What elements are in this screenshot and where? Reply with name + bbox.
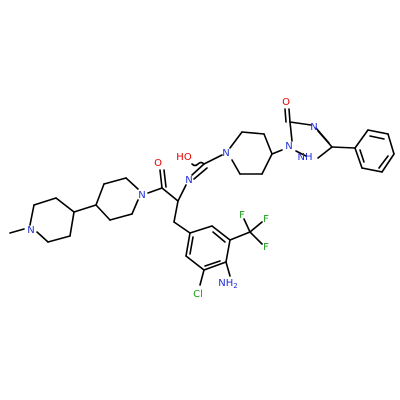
bond-c-o-1 [159, 169, 163, 189]
bond-c-npip [203, 154, 223, 165]
bond-methyl [9, 228, 25, 234]
phenyl-ring [354, 129, 395, 173]
bond-n-c-2 [193, 167, 208, 180]
atom-o-triazolone: O [282, 97, 290, 108]
bond-alpha-ch2 [173, 200, 179, 223]
atom-n-imidic: N [185, 175, 192, 186]
atom-n-triazole-1: N [285, 141, 292, 152]
bond-c-o-2 [163, 169, 167, 188]
bond-c-f3 [249, 231, 263, 245]
atom-f3: F [263, 242, 269, 253]
bond-ring-cf3 [229, 231, 251, 241]
bond-triazole-co-1 [288, 108, 291, 123]
atom-n-amide: N [138, 190, 145, 201]
aniline-ring [185, 225, 231, 271]
bond-ring-nh2 [225, 261, 231, 277]
bond-pip-pip [73, 204, 97, 213]
bond-ring-cl [199, 269, 205, 286]
bond-pip-triazole [271, 149, 283, 155]
bond-alpha-n [177, 184, 187, 202]
atom-cl: Cl [193, 289, 203, 300]
atom-f2: F [263, 214, 269, 225]
atom-n-triazole-4: N [310, 122, 317, 133]
atom-nh2: NH2 [218, 278, 237, 290]
bonds [9, 108, 395, 286]
bond-carbonyl-alpha [161, 187, 179, 202]
bond-triazole-phenyl [331, 146, 356, 149]
bond-ch2-ring [173, 221, 191, 234]
atom-nh-triazole: NH [298, 152, 313, 163]
bond-c-oh-wavy [191, 161, 205, 167]
atom-f1: F [239, 210, 245, 221]
middle-piperidine-ring [95, 177, 139, 221]
bond-c-f1 [243, 218, 251, 233]
methylpiperidine-ring [29, 197, 75, 243]
atom-labels: O N N NH HO N N O N N F F F NH2 Cl [27, 97, 317, 300]
atom-o-amide: O [154, 158, 162, 169]
atom-n-piperidine-right: N [222, 148, 229, 159]
bond-n-carbonyl [147, 187, 163, 194]
bond-c-f2 [249, 221, 263, 233]
bond-triazole-co-2 [284, 108, 287, 123]
atom-oh-imidic: HO [176, 152, 192, 163]
right-piperidine-ring [229, 131, 273, 175]
atom-n-methylpiperidine: N [27, 225, 34, 236]
bond-n-c-1 [191, 163, 205, 176]
triazolone-ring [289, 121, 333, 159]
